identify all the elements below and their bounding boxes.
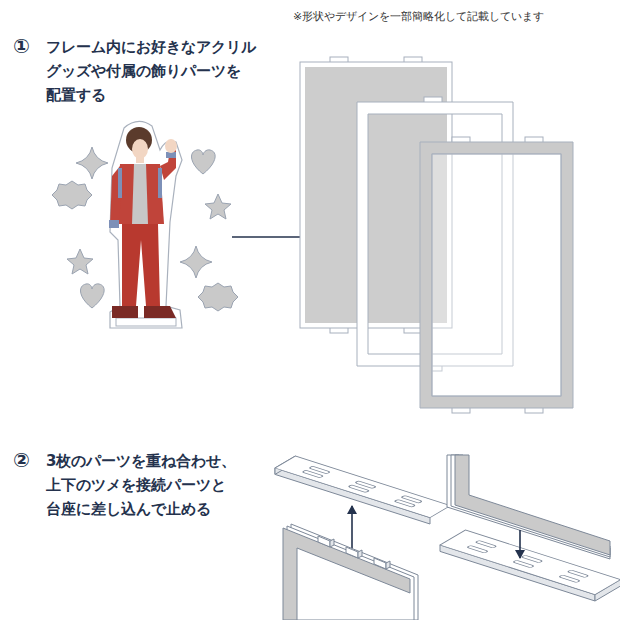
connector-part-shape-shape: [355, 481, 376, 489]
step-text: 3枚のパーツを重ね合わせ、 上下のツメを接続パーツと 台座に差し込んで止める: [46, 449, 296, 521]
character-figure-shape: [132, 164, 148, 224]
character-figure-shape: [110, 121, 182, 328]
character-figure-shape: [158, 168, 162, 198]
decoration-parts-shape: [80, 284, 104, 308]
frame-corner-top-shape: [330, 539, 334, 547]
frame-corner-top-shape: [283, 528, 410, 620]
character-figure-shape: [116, 164, 164, 224]
decoration-parts-shape: [198, 283, 238, 311]
base-part-shape-shape: [513, 560, 534, 568]
frame-corner-top-shape: [386, 561, 390, 569]
character-figure-shape: [144, 306, 176, 318]
front-frame-shape: [420, 142, 573, 408]
base-part-shape-shape: [559, 575, 580, 583]
note-text: ※形状やデザインを一部簡略化して記載しています: [293, 10, 544, 24]
step-text: フレーム内にお好きなアクリル グッズや付属の飾りパーツを 配置する: [46, 35, 296, 107]
character-figure-shape: [110, 166, 122, 228]
frame-corner-top-shape: [318, 536, 330, 547]
character-figure-shape: [116, 318, 176, 326]
character-figure-shape: [136, 157, 144, 163]
base-part-shape: [440, 530, 620, 595]
base-part-shape-shape: [521, 555, 542, 563]
decoration-parts-shape: [67, 249, 93, 274]
base-part: [440, 530, 620, 601]
callout-number: ②: [13, 447, 30, 473]
connector-part-shape-shape: [309, 466, 330, 474]
decoration-parts-shape: [76, 147, 108, 179]
frame-corner-top: [283, 524, 418, 620]
decoration-parts: [52, 147, 238, 311]
decoration-parts-shape: [191, 150, 215, 174]
frame-corner-top-shape: [374, 558, 386, 569]
base-part-shape-shape: [440, 530, 620, 595]
character-figure-shape: [165, 139, 177, 153]
decoration-parts-shape: [205, 194, 231, 219]
front-frame: [420, 137, 573, 413]
character-figure-shape: [132, 139, 148, 159]
character-figure-shape: [160, 150, 176, 180]
connector-part-shape: [275, 456, 450, 518]
down-arrow: [519, 530, 521, 558]
decoration-parts-shape: [180, 246, 212, 278]
character-figure-shape: [118, 168, 122, 198]
decoration-parts-shape: [52, 181, 92, 209]
character-figure-shape: [112, 306, 138, 318]
frame-corner-top-shape: [346, 547, 358, 558]
character-figure-shape: [109, 220, 119, 228]
base-part-shape-shape: [467, 545, 488, 553]
connector-part: [275, 456, 450, 524]
character-figure: [109, 121, 182, 328]
connector-part-shape-shape: [275, 456, 450, 518]
connector-part-shape-shape: [401, 495, 422, 503]
callout-number: ①: [13, 33, 30, 59]
base-part-shape-shape: [475, 540, 496, 548]
up-arrow: [351, 506, 353, 550]
frame-corner-top-shape: [358, 550, 362, 558]
front-frame-shape: [432, 154, 561, 396]
base-part-shape-shape: [567, 570, 588, 578]
character-figure-shape: [122, 224, 160, 306]
